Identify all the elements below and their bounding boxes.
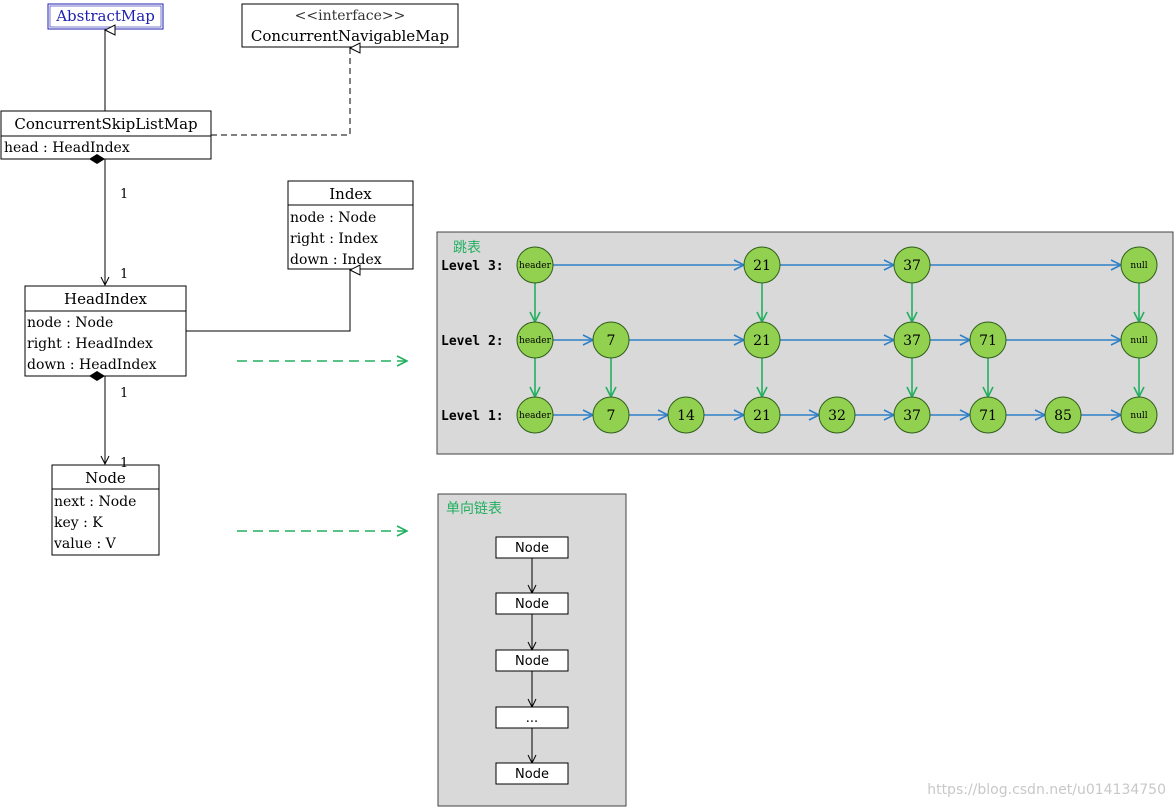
realization-arrow-interface: [211, 48, 350, 136]
watermark: https://blog.csdn.net/u014134750: [927, 782, 1166, 798]
skiplist-node-label: 32: [828, 408, 846, 424]
linkedlist-node-label: Node: [515, 597, 549, 612]
index-class: Index node : Node right : Index down : I…: [287, 180, 414, 270]
skiplist-level-labels: Level 3: Level 2: Level 1:: [441, 259, 504, 424]
skiplist-node-label: 85: [1054, 408, 1072, 424]
skiplist-node: 21: [743, 246, 781, 284]
skiplist-node: null: [1120, 321, 1158, 359]
interface-name: ConcurrentNavigableMap: [251, 27, 449, 45]
concurrent-navigable-map-interface: <<interface>> ConcurrentNavigableMap: [241, 3, 459, 48]
skiplist-node-label: null: [1130, 261, 1147, 271]
skiplist-node: 21: [743, 321, 781, 359]
skiplist-node-label: 71: [979, 408, 997, 424]
skiplist-node-label: 7: [607, 333, 616, 349]
skiplist-node: header: [516, 396, 554, 434]
skiplist-node-label: header: [519, 336, 552, 346]
skiplist-links: [535, 265, 1139, 415]
level-label-2: Level 2:: [441, 334, 504, 349]
skiplist-node-label: 21: [753, 408, 771, 424]
skiplist-node: 37: [893, 246, 931, 284]
node-field-key: key : K: [54, 515, 103, 531]
skiplist-panel-title: 跳表: [453, 240, 481, 256]
skiplist-node-label: 37: [903, 408, 921, 424]
node-field-next: next : Node: [54, 494, 136, 510]
skiplist-node: header: [516, 246, 554, 284]
concurrent-skiplist-map-class: ConcurrentSkipListMap head : HeadIndex: [0, 110, 212, 160]
skiplist-node-label: null: [1130, 336, 1147, 346]
skiplist-node-label: 21: [753, 333, 771, 349]
skiplist-node-label: 14: [677, 408, 695, 424]
index-field-down: down : Index: [290, 252, 382, 268]
skiplist-node: 21: [743, 396, 781, 434]
head-index-field-right: right : HeadIndex: [27, 336, 153, 352]
node-class: Node next : Node key : K value : V: [51, 464, 160, 556]
linkedlist-node: Node: [495, 762, 569, 785]
linkedlist-node-label: Node: [515, 767, 549, 782]
head-index-field-down: down : HeadIndex: [27, 357, 157, 373]
skiplist-node-label: 7: [607, 408, 616, 424]
linkedlist-node: Node: [495, 649, 569, 672]
skiplist-node-label: null: [1130, 411, 1147, 421]
skiplist-node: header: [516, 321, 554, 359]
multiplicity-head-dst: 1: [120, 456, 128, 471]
linkedlist-panel-title: 单向链表: [446, 501, 502, 517]
abstract-map-class: AbstractMap: [47, 3, 164, 30]
index-field-right: right : Index: [290, 231, 378, 247]
skiplist-node-label: header: [519, 261, 552, 271]
head-index-class: HeadIndex node : Node right : HeadIndex …: [24, 285, 187, 377]
level-label-3: Level 1:: [441, 409, 504, 424]
interface-stereotype: <<interface>>: [295, 8, 406, 24]
linkedlist-node: Node: [495, 592, 569, 615]
skiplist-nodes: header 21 37 null header 7 21 37 71 null header 7 14…: [516, 246, 1158, 434]
skiplist-map-name: ConcurrentSkipListMap: [14, 115, 197, 133]
skiplist-node: 71: [969, 321, 1007, 359]
level-label-1: Level 3:: [441, 259, 504, 274]
skiplist-node: 37: [893, 321, 931, 359]
skiplist-node-label: 37: [903, 258, 921, 274]
head-index-field-node: node : Node: [27, 315, 113, 331]
linkedlist-node: Node: [495, 536, 569, 559]
skiplist-node: 32: [818, 396, 856, 434]
skiplist-node: null: [1120, 246, 1158, 284]
head-index-name: HeadIndex: [64, 290, 148, 308]
linkedlist-node: ...: [495, 706, 569, 729]
inheritance-arrow-index: [186, 270, 350, 332]
index-name: Index: [329, 185, 372, 203]
linkedlist-node-label: Node: [515, 654, 549, 669]
skiplist-node-label: 71: [979, 333, 997, 349]
multiplicity-map-dst: 1: [120, 267, 128, 282]
skiplist-node-label: 21: [753, 258, 771, 274]
skiplist-node: 37: [893, 396, 931, 434]
skiplist-node: 71: [969, 396, 1007, 434]
skiplist-node: 85: [1044, 396, 1082, 434]
multiplicity-map-src: 1: [120, 187, 128, 202]
skiplist-map-field-head: head : HeadIndex: [4, 140, 130, 156]
skiplist-node-label: 37: [903, 333, 921, 349]
node-name: Node: [85, 469, 126, 487]
index-field-node: node : Node: [290, 210, 376, 226]
linkedlist-node-label: ...: [526, 711, 538, 726]
linkedlist-node-label: Node: [515, 541, 549, 556]
skiplist-node: 7: [592, 321, 630, 359]
skiplist-node: null: [1120, 396, 1158, 434]
multiplicity-head-src: 1: [120, 386, 128, 401]
skiplist-node: 7: [592, 396, 630, 434]
abstract-map-label: AbstractMap: [55, 7, 155, 25]
skiplist-node-label: header: [519, 411, 552, 421]
node-field-value: value : V: [53, 536, 117, 552]
skiplist-node: 14: [667, 396, 705, 434]
